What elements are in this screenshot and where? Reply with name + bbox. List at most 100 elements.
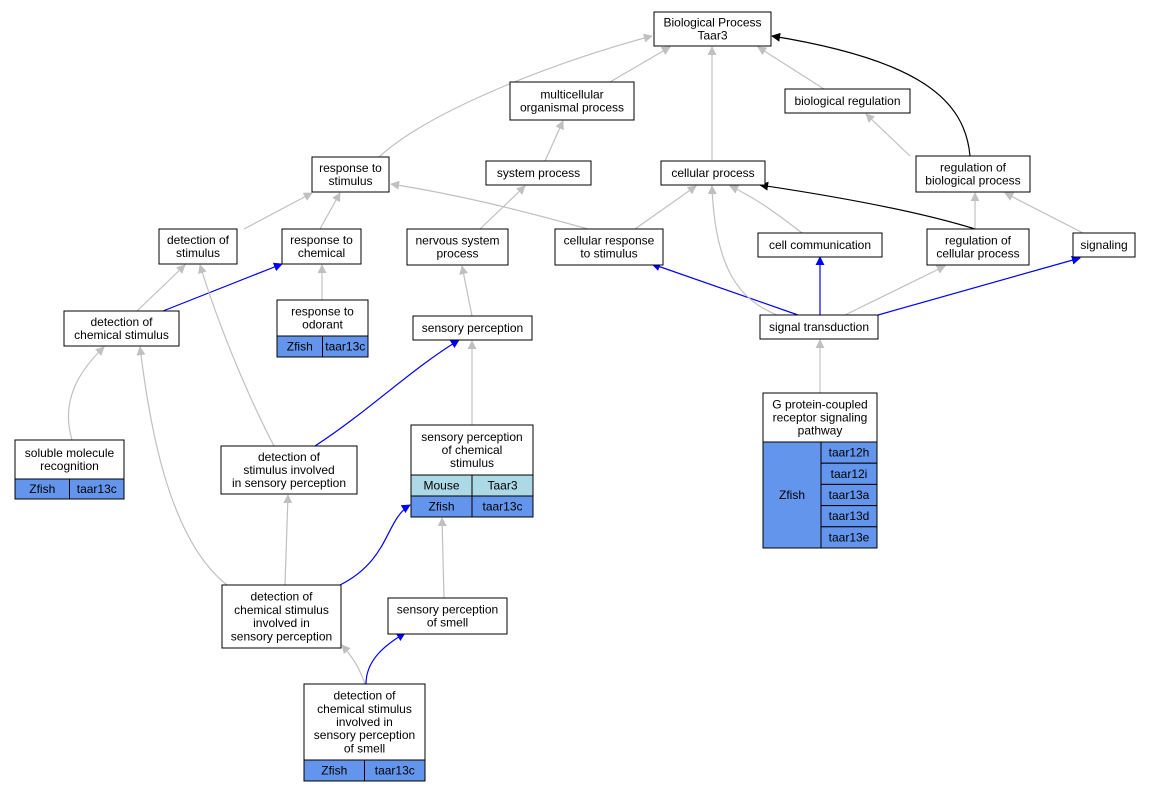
node-box xyxy=(554,228,664,266)
go-term-node-system-proc[interactable]: system process xyxy=(485,160,592,186)
node-label-line: involved in xyxy=(336,715,393,729)
node-label-line: response to xyxy=(291,304,354,318)
node-label-line: stimulus xyxy=(328,174,372,188)
graph-edges xyxy=(67,32,1084,685)
edge-soluble-to-detect_chem xyxy=(67,346,105,441)
node-label-line: of smell xyxy=(427,616,468,630)
node-label-line: cellular process xyxy=(671,166,754,180)
node-label-line: sensory perception xyxy=(422,321,523,335)
edge-response_stim-to-root xyxy=(378,33,653,158)
node-box xyxy=(759,314,879,340)
gene-label: taar13c xyxy=(77,482,117,496)
edge-detect_chem_smell-to-detect_chem_sens xyxy=(341,644,366,685)
node-label-line: regulation of xyxy=(945,233,1012,247)
node-label-line: sensory perception xyxy=(231,629,332,643)
node-label-line: process xyxy=(436,247,478,261)
go-term-node-sig-trans[interactable]: signal transduction xyxy=(759,314,879,340)
species-label: Zfish xyxy=(779,488,805,502)
node-label-line: detection of xyxy=(258,450,321,464)
go-term-node-signaling[interactable]: signaling xyxy=(1072,232,1136,258)
go-term-node-sens-perc[interactable]: sensory perception xyxy=(412,315,533,341)
node-box xyxy=(660,160,766,186)
species-label: Zfish xyxy=(428,500,454,514)
node-label-line: chemical stimulus xyxy=(317,702,412,716)
edge-nervous-to-system_proc xyxy=(479,185,526,230)
gene-label: taar12i xyxy=(831,467,868,481)
node-box xyxy=(311,156,390,193)
node-label-line: Taar3 xyxy=(697,29,727,43)
node-label-line: soluble molecule xyxy=(25,446,115,460)
gene-label: taar13d xyxy=(829,509,870,523)
node-box xyxy=(1072,232,1136,258)
node-label-line: chemical stimulus xyxy=(74,328,169,342)
edge-sig_trans-to-signaling xyxy=(877,255,1081,316)
node-label-line: detection of xyxy=(333,689,396,703)
node-box xyxy=(653,11,772,47)
go-term-node-bioreg[interactable]: biological regulation xyxy=(784,88,911,114)
edge-sig_trans-to-cell_resp xyxy=(651,262,799,316)
edge-system_proc-to-multicellular xyxy=(544,120,564,162)
node-box xyxy=(509,81,635,121)
edge-sens_smell-to-sens_perc_chem xyxy=(437,517,447,599)
node-label-line: chemical xyxy=(298,246,345,260)
node-box xyxy=(158,228,238,265)
node-box xyxy=(485,160,592,186)
node-label-line: regulation of xyxy=(940,160,1007,174)
node-label-line: sensory perception xyxy=(397,602,498,616)
node-box xyxy=(220,445,358,495)
node-box xyxy=(406,228,509,266)
node-label-line: stimulus xyxy=(450,456,494,470)
node-label-line: cell communication xyxy=(769,238,871,252)
node-label-line: detection of xyxy=(167,233,230,247)
edge-detect_stim_sens-to-sens_perc xyxy=(314,339,460,447)
species-label: Zfish xyxy=(287,340,313,354)
node-label-line: cellular process xyxy=(936,247,1019,261)
edge-sig_trans-to-cellular_proc xyxy=(707,185,778,316)
node-label-line: in sensory perception xyxy=(232,476,346,490)
gene-label: taar13c xyxy=(375,764,415,778)
edge-sens_perc-to-nervous xyxy=(459,265,473,317)
node-label-line: signaling xyxy=(1080,238,1127,252)
gene-label: taar13c xyxy=(325,340,365,354)
edge-detect_chem_sens-to-detect_stim_sens xyxy=(283,494,293,586)
node-label-line: pathway xyxy=(798,424,843,438)
edge-detect_stim_sens-to-detect_stim xyxy=(198,264,275,447)
edge-detect_chem-to-resp_chem xyxy=(162,262,283,312)
node-label-line: odorant xyxy=(302,318,343,332)
node-box xyxy=(784,88,911,114)
node-label-line: response to xyxy=(290,233,353,247)
gene-label: taar12h xyxy=(829,446,870,460)
node-label-line: Biological Process xyxy=(663,15,761,29)
edge-cell_comm-to-cellular_proc xyxy=(729,185,803,234)
node-label-line: biological process xyxy=(925,174,1020,188)
species-label: Zfish xyxy=(321,764,347,778)
node-box xyxy=(281,228,362,265)
go-term-node-cellular-proc[interactable]: cellular process xyxy=(660,160,766,186)
species-label: Zfish xyxy=(29,482,55,496)
node-label-line: G protein-coupled xyxy=(772,397,867,411)
edge-cell_resp-to-cellular_proc xyxy=(634,185,697,230)
node-label-line: of chemical xyxy=(442,443,503,457)
node-box xyxy=(221,584,342,649)
go-term-node-cell-comm[interactable]: cell communication xyxy=(757,232,883,258)
edge-detect_stim-to-response_stim xyxy=(243,192,313,230)
node-label-line: response to xyxy=(319,161,382,175)
